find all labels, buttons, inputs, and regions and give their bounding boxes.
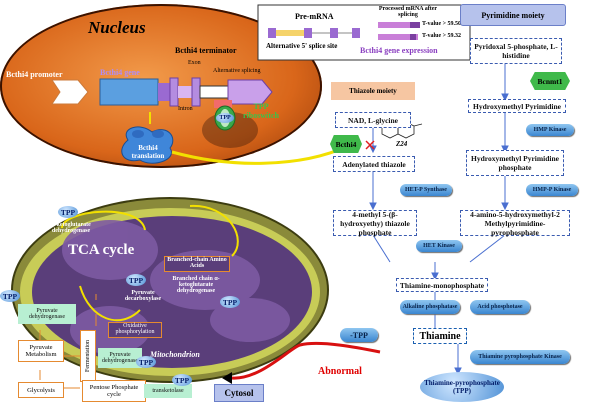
pyruvate-dehydrogenase-mito: Pyruvate dehydrogenase: [98, 348, 142, 368]
tpp-bc: TPP: [220, 296, 240, 308]
tpp-ferment: TPP: [136, 356, 156, 368]
bcnmt1-enzyme: Bcnmt1: [530, 72, 570, 90]
minus-tpp: -TPP: [340, 328, 378, 342]
bcaa-label: Branched-chain Amino Acids: [164, 256, 230, 272]
akg-dehydrogenase: α-ketoglutarate dehydrogenase: [51, 222, 91, 234]
tpp-transketolase: TPP: [172, 374, 192, 386]
nucleus-title: Nucleus: [88, 18, 146, 37]
intron-block: [199, 85, 229, 99]
thiamine-pyrophosphate-kinase: Thiamine pyrophosphate Kinase: [470, 350, 570, 364]
terminator-label: Bcthi4 terminator: [175, 46, 237, 55]
hmpp-kinase: HMP-P Kinase: [526, 184, 578, 196]
expression-label: Bcthi4 gene expression: [360, 46, 438, 55]
pentose-phosphate-cycle: Pentose Phosphate cycle: [82, 380, 146, 402]
terminator-arrow: [227, 79, 273, 105]
het-kinase: HET Kinase: [416, 240, 462, 252]
riboswitch-tpp: TPP: [216, 113, 234, 123]
tca-label: TCA cycle: [68, 242, 135, 258]
pyruvate-dehydrogenase: Pyruvate dehydrogenase: [18, 304, 76, 324]
intron-block: [178, 86, 192, 98]
exon-block: [169, 77, 179, 107]
tpp-final: Thiamine-pyrophosphate (TPP): [420, 372, 504, 402]
z24-label: Z24: [396, 140, 408, 148]
processed-label: Processed mRNA after splicing: [378, 6, 438, 18]
alt-site-label: Alternative 5' splice site: [266, 42, 338, 50]
tvalue1: T-value > 59.50: [422, 21, 462, 27]
oxidative-phosphorylation: Oxidative phosphorylation: [108, 322, 162, 338]
exon-label: Exon: [188, 60, 201, 66]
exon-block: [191, 77, 201, 107]
pyruvate-metabolism: Pyruvate Metabolism: [18, 340, 64, 362]
pyruvate-decarboxylase: Pyruvate decarboxylase: [124, 290, 162, 302]
glycolysis: Glycolysis: [18, 382, 64, 398]
thiazole-phosphate: 4-methyl 5-(β-hydroxyethy) thiazole phos…: [333, 210, 417, 237]
pyrimidine-header: Pyrimidine moiety: [460, 4, 566, 26]
tpp-akg: TPP: [58, 206, 78, 218]
thiamine-box: Thiamine: [413, 328, 467, 344]
acid-phosphatase: Acid phosphotase: [470, 300, 530, 314]
hmp-pyrophosphate: 4-amino-5-hydroxymethyl-2 Methylpyrimidi…: [460, 210, 570, 237]
alt-splicing-label: Alternative splicing: [213, 68, 261, 74]
hmp-phosphate: Hydroxymethyl Pyrimidine phosphate: [466, 150, 564, 176]
premrna-label: Pre-mRNA: [295, 12, 334, 21]
bc-akg-dehydrogenase: Branched chain α-ketoglutarate dehydroge…: [172, 276, 220, 294]
alkaline-phosphatase: Alkaline phosphatase: [400, 300, 460, 314]
intron-label: Intron: [178, 106, 193, 112]
translation-label: Bcthi4 translation: [131, 144, 165, 160]
tvalue2: T-value > 59.32: [422, 33, 462, 39]
het-p-synthase: HET-P Synthase: [400, 184, 452, 196]
pyrimidine-substrate: Pyridoxal 5-phosphate, L-histidine: [470, 38, 562, 64]
mitochondrion-label: Mitochondrion: [150, 350, 200, 359]
exon-block: [158, 83, 170, 101]
thiazole-header: Thiazole moiety: [331, 82, 415, 100]
tpp-pyr-dh: TPP: [0, 290, 20, 302]
abnormal-label: Abnormal: [318, 366, 362, 377]
splice-marker: [214, 100, 232, 108]
gene-label: Bcthi4 gene: [100, 68, 140, 77]
tpp-pyr-decarb: TPP: [126, 274, 146, 286]
thiamine-monophosphate: Thiamine-monophosphate: [396, 278, 488, 292]
bcthi4-enzyme: Bcthi4: [330, 135, 362, 153]
hmp-box: Hydroxymethyl Pyrimidine: [468, 99, 566, 113]
gene-box: [99, 78, 159, 106]
adenylated-thiazole: Adenylated thiazole: [333, 156, 415, 172]
transketolase: transketolase: [144, 384, 192, 398]
promoter-label: Bcthi4 promoter: [6, 70, 63, 79]
promoter-shape: [51, 79, 89, 105]
hmp-kinase: HMP Kinase: [526, 124, 574, 136]
fermentation: Fermentation: [80, 330, 96, 382]
cytosol-label: Cytosol: [214, 384, 264, 402]
riboswitch-label: TPP riboswitch: [243, 102, 279, 120]
thiazole-substrate: NAD, L-glycine: [335, 112, 411, 128]
